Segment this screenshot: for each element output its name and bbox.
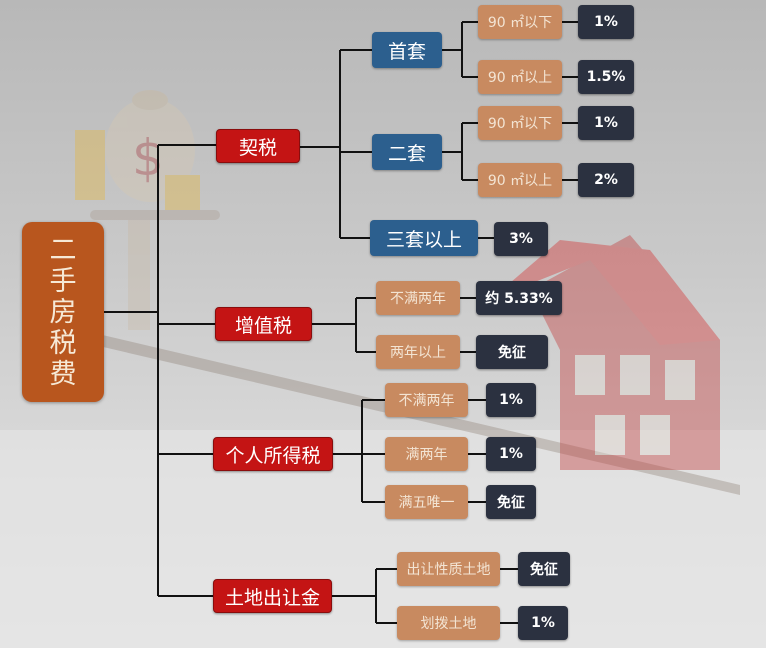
first-home-over-90-rate: 1.5% [578,60,634,94]
second-home-under-90-rate: 1% [578,106,634,140]
first-home-under-90-rate: 1% [578,5,634,39]
land-fee-node: 土地出让金 [213,579,332,613]
second-home-over-90-node: 90 ㎡以上 [478,163,562,197]
income-tax-under-2y-node: 不满两年 [385,383,468,417]
second-home-under-90-node: 90 ㎡以下 [478,106,562,140]
income-tax-full-2y-rate: 1% [486,437,536,471]
second-home-over-90-rate: 2% [578,163,634,197]
first-home-node: 首套 [372,32,442,68]
first-home-over-90-node: 90 ㎡以上 [478,60,562,94]
land-allocated-node: 划拨土地 [397,606,500,640]
income-tax-node: 个人所得税 [213,437,333,471]
vat-over-2y-rate: 免征 [476,335,548,369]
third-home-plus-node: 三套以上 [370,220,478,256]
root-label: 二手房税费 [49,234,77,390]
income-tax-under-2y-rate: 1% [486,383,536,417]
vat-over-2y-node: 两年以上 [376,335,460,369]
second-home-node: 二套 [372,134,442,170]
vat-node: 增值税 [215,307,312,341]
deed-tax-node: 契税 [216,129,300,163]
root-node: 二手房税费 [22,222,104,402]
vat-under-2y-node: 不满两年 [376,281,460,315]
vat-under-2y-rate: 约 5.33% [476,281,562,315]
land-transfer-node: 出让性质土地 [397,552,500,586]
income-tax-full-5y-only-node: 满五唯一 [385,485,468,519]
third-home-plus-rate: 3% [494,222,548,256]
house-icon [490,235,720,470]
income-tax-full-5y-only-rate: 免征 [486,485,536,519]
money-bag-icon: $ [75,90,220,330]
first-home-under-90-node: 90 ㎡以下 [478,5,562,39]
income-tax-full-2y-node: 满两年 [385,437,468,471]
land-transfer-rate: 免征 [518,552,570,586]
land-allocated-rate: 1% [518,606,568,640]
